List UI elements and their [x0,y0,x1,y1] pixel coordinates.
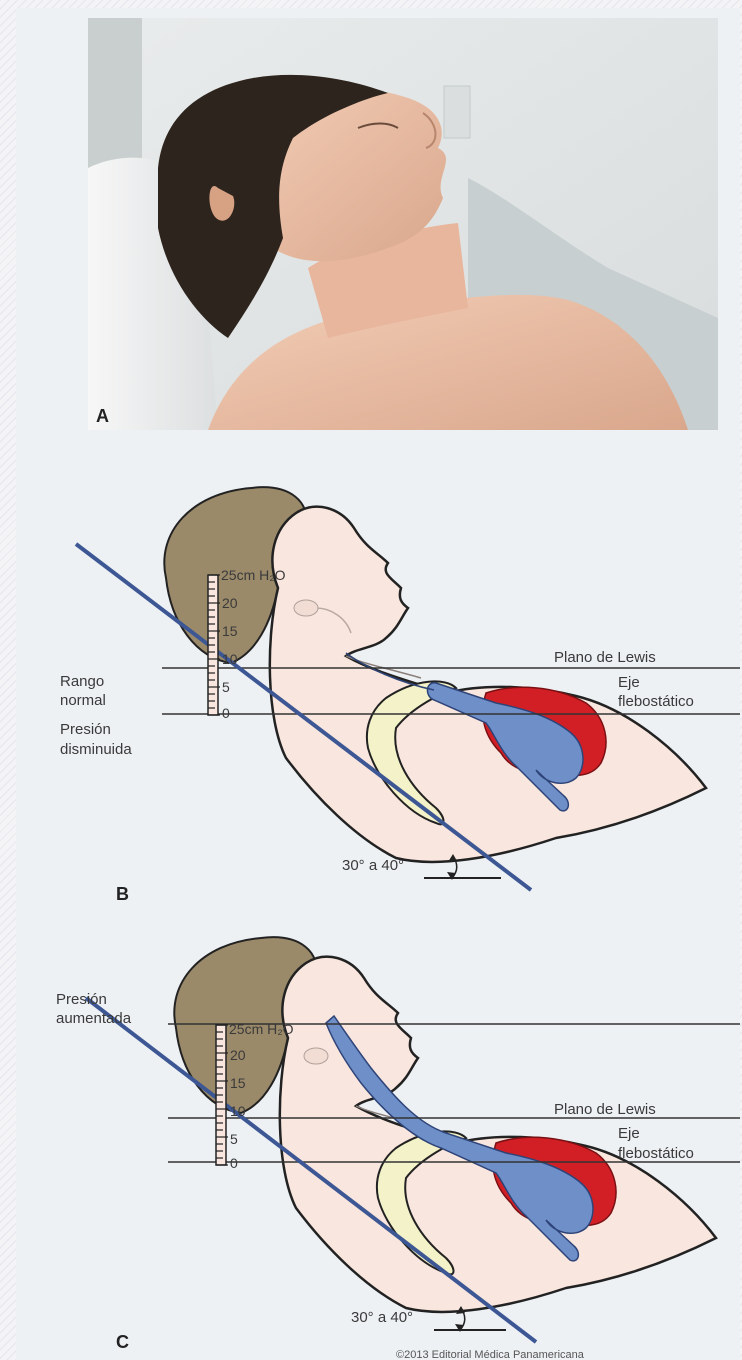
label-presion-line1: Presión [56,991,107,1008]
label-plano-de-lewis: Plano de Lewis [554,649,656,666]
panel-b-letter: B [116,884,129,904]
label-rango-line2: normal [60,692,106,709]
label-plano-de-lewis: Plano de Lewis [554,1101,656,1118]
ruler-tick-20: 20 [222,595,238,611]
ruler-tick-10: 10 [222,651,238,667]
ruler-tick-15: 15 [222,623,238,639]
svg-text:A: A [96,406,109,426]
ruler-tick-0: 0 [230,1155,238,1171]
label-presion-line2: aumentada [56,1010,132,1027]
label-eje-line1: Eje [618,1125,640,1142]
panel-a-letter: A [88,400,128,430]
diagram-b: 25cm H₂O 20 15 10 5 0 Plano de Lewis Eje… [16,478,740,908]
label-rango-line1: Rango [60,673,104,690]
ruler-tick-15: 15 [230,1075,246,1091]
label-angle: 30° a 40° [342,857,404,874]
copyright: ©2013 Editorial Médica Panamericana [396,1344,740,1360]
ruler-tick-0: 0 [222,705,230,721]
label-presion-line1: Presión [60,721,111,738]
body-outline [270,507,706,862]
figure-panel: A [16,8,740,1360]
ruler-tick-5: 5 [222,679,230,695]
body-outline [280,957,716,1312]
ruler-tick-5: 5 [230,1131,238,1147]
label-eje-line1: Eje [618,674,640,691]
ruler-tick-20: 20 [230,1047,246,1063]
label-eje-line2: flebostático [618,693,694,710]
diagram-c: 25cm H₂O 20 15 10 5 0 Presión aumentada … [16,928,740,1353]
ruler-unit-label: 25cm H₂O [221,567,286,583]
label-angle: 30° a 40° [351,1309,413,1326]
patient-photo [88,18,718,430]
ruler-unit-label: 25cm H₂O [229,1021,294,1037]
label-eje-line2: flebostático [618,1145,694,1162]
ruler-tick-10: 10 [230,1103,246,1119]
label-presion-line2: disminuida [60,741,132,758]
panel-c-letter: C [116,1332,129,1352]
svg-text:©2013 Editorial Médica Panamer: ©2013 Editorial Médica Panamericana [396,1349,585,1360]
